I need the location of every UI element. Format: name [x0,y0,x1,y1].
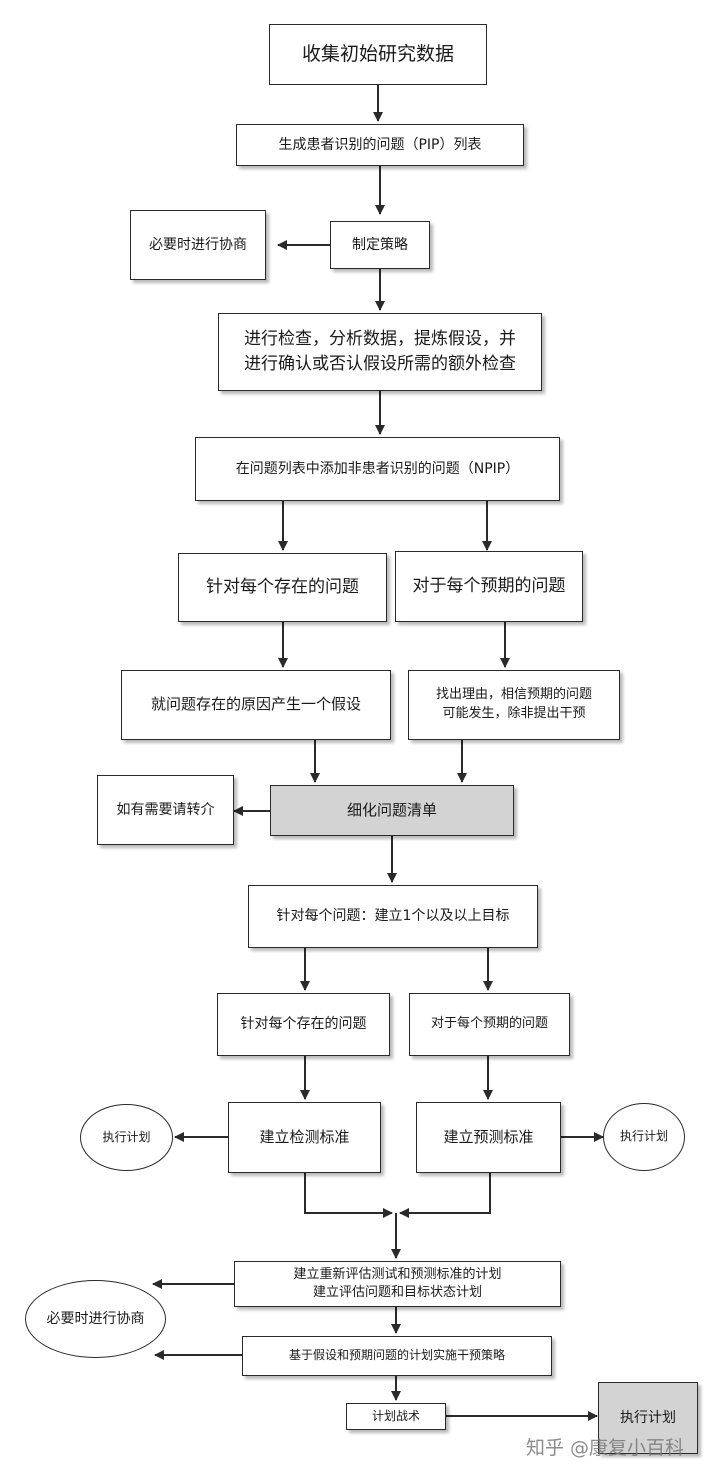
plan-tactics-box: 计划战术 [346,1403,446,1430]
set-goals-box: 针对每个问题：建立1个以及以上目标 [248,885,538,948]
existing-problem-box-2: 针对每个存在的问题 [217,993,390,1056]
arrow-detect-merge [304,1173,393,1218]
existing-problem-box: 针对每个存在的问题 [178,553,387,622]
execute-plan-right-ellipse: 执行计划 [603,1103,685,1171]
npip-list-box: 在问题列表中添加非患者识别的问题（NPIP） [195,437,560,501]
expected-problem-box: 对于每个预期的问题 [395,551,583,622]
refine-problem-list-box: 细化问题清单 [270,785,514,836]
collect-initial-data-box: 收集初始研究数据 [269,24,487,85]
zhihu-watermark: 知乎 @康复小百科 [526,1437,685,1459]
reason-box: 找出理由，相信预期的问题 可能发生，除非提出干预 [408,670,620,740]
execute-plan-left-ellipse: 执行计划 [80,1104,173,1171]
consult-when-needed-ellipse: 必要时进行协商 [25,1280,166,1358]
reassessment-plan-box: 建立重新评估测试和预测标准的计划 建立评估问题和目标状态计划 [234,1261,561,1307]
examine-analyze-box: 进行检查，分析数据，提炼假设，并 进行确认或否认假设所需的额外检查 [218,313,542,391]
pip-list-box: 生成患者识别的问题（PIP）列表 [236,124,524,166]
execute-plan-final-box: 执行计划 [598,1382,698,1454]
expected-problem-box-2: 对于每个预期的问题 [409,993,570,1056]
intervention-strategy-box: 基于假设和预期问题的计划实施干预策略 [242,1336,552,1376]
arrow-predict-merge [399,1173,491,1218]
consult-when-needed-box: 必要时进行协商 [130,210,266,280]
refer-box: 如有需要请转介 [97,775,234,845]
prediction-criteria-box: 建立预测标准 [416,1102,561,1173]
hypothesis-box: 就问题存在的原因产生一个假设 [121,670,391,740]
strategy-box: 制定策略 [330,221,430,269]
detection-criteria-box: 建立检测标准 [228,1102,381,1173]
